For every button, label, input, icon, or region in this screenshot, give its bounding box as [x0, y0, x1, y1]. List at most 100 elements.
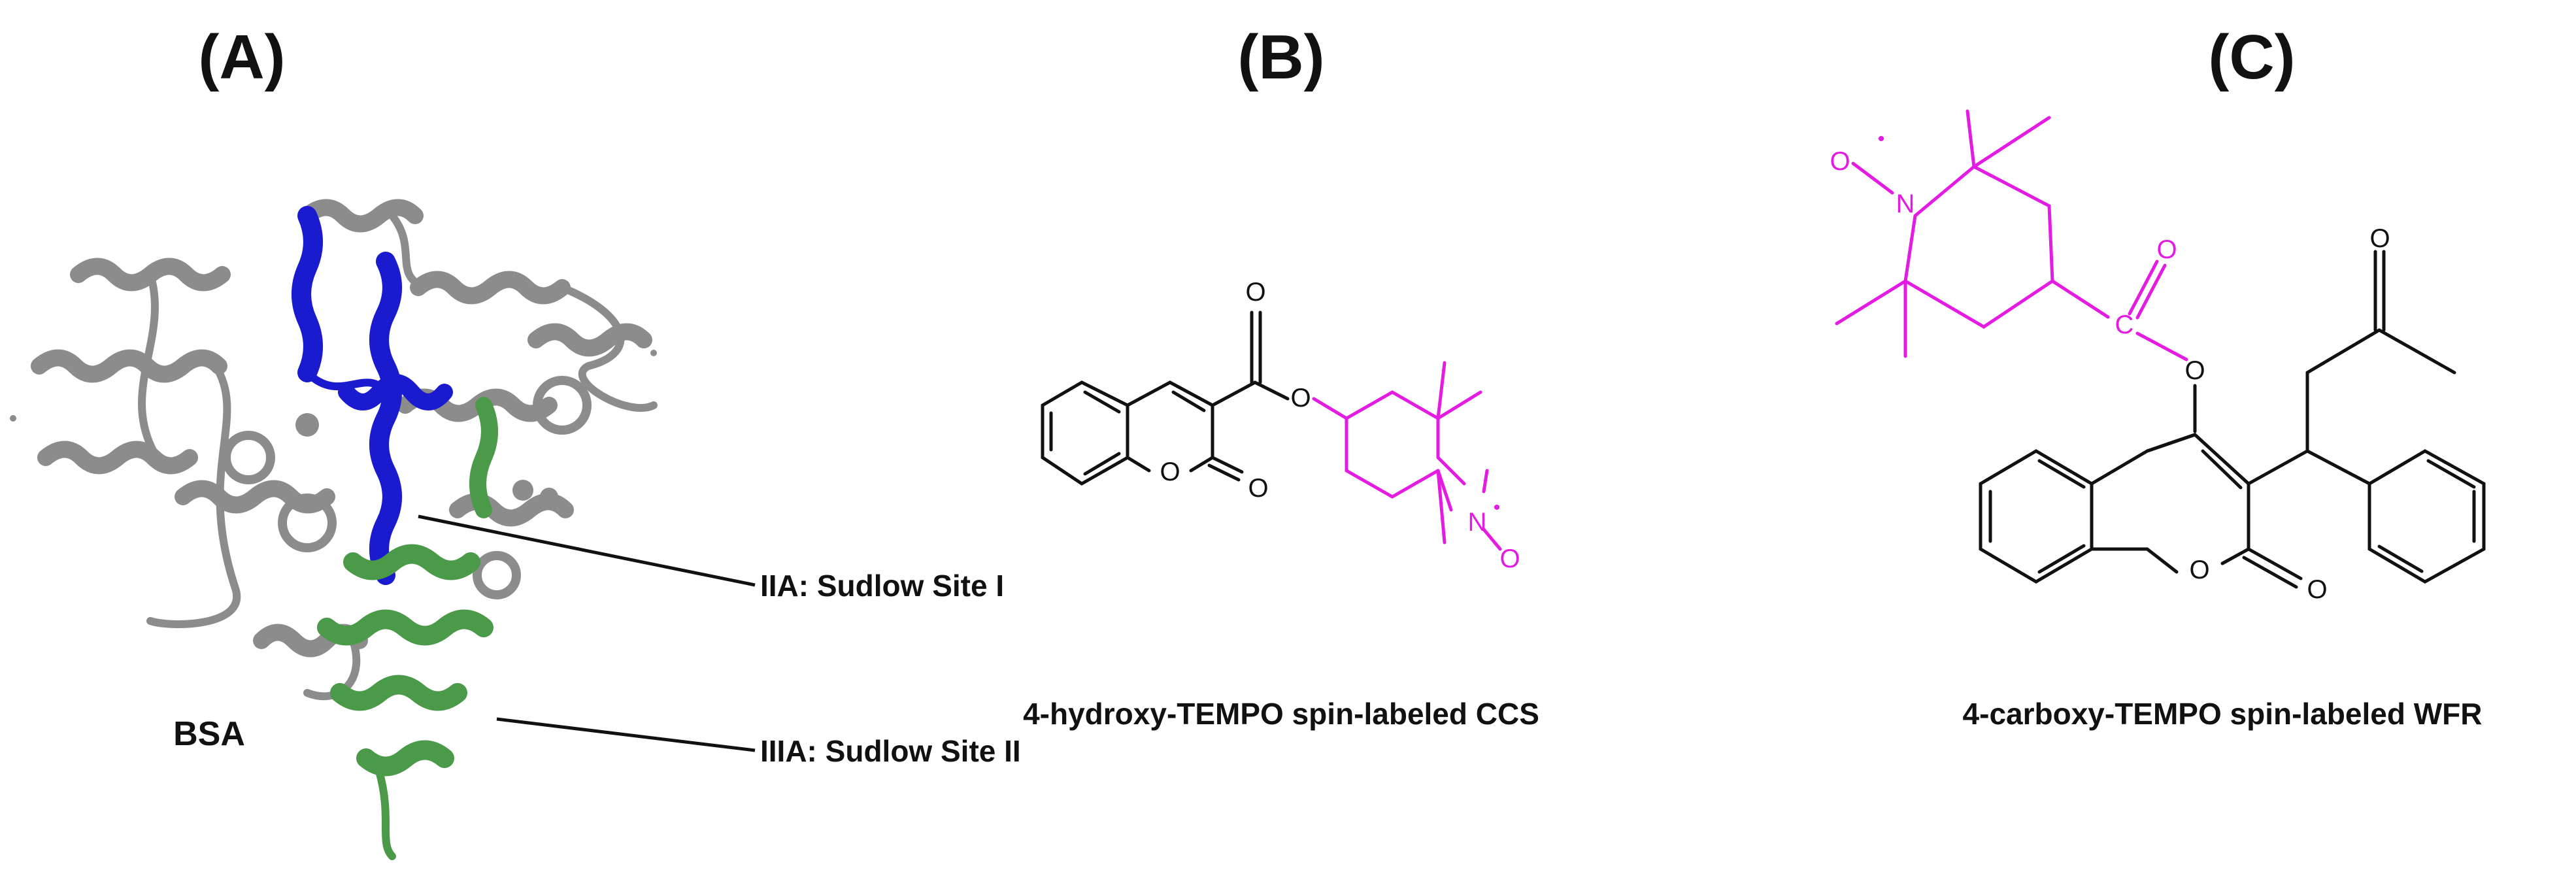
- co-to-ch3-c: [2377, 328, 2456, 375]
- ligand-sphere-4: [10, 415, 16, 422]
- carbonyl-double-c-2: [2135, 263, 2167, 320]
- green-helix-1: [343, 544, 480, 580]
- gray-helix-10: [527, 323, 652, 357]
- atom-c-carbonyl-c: C: [2115, 310, 2134, 339]
- gray-coil-3: [533, 376, 592, 435]
- c6-methyl-2-b: [1436, 469, 1447, 544]
- bsa-label: BSA: [173, 715, 245, 753]
- gray-loop-3: [388, 212, 429, 292]
- atom-o-ester-b: O: [1290, 384, 1311, 412]
- atom-o-ring-c: O: [2189, 556, 2209, 584]
- o-to-n-bond-c: [1851, 161, 1894, 195]
- site-1-label: IIA: Sudlow Site I: [760, 569, 1004, 603]
- green-helix-4: [356, 740, 454, 777]
- gray-helix-2: [31, 349, 227, 383]
- atom-n-c: N: [1896, 190, 1915, 218]
- piperidine-ring-b: [1345, 390, 1489, 499]
- ligand-sphere-2: [512, 480, 533, 501]
- gray-coil-1: [222, 431, 275, 484]
- pyrone-ring-c: [2090, 433, 2250, 574]
- site-1-leader-line: [418, 514, 756, 587]
- pyrone-double-c: [2201, 449, 2243, 490]
- panel-a-letter: (A): [198, 22, 285, 92]
- atom-o-ketone-c: O: [2369, 224, 2390, 253]
- green-helix-3: [330, 675, 467, 711]
- gray-coil-2: [278, 494, 337, 552]
- c2-methyl-2-b: [1436, 390, 1482, 420]
- c2-methyl-1-b: [1436, 361, 1447, 420]
- panel-c-caption: 4-carboxy-TEMPO spin-labeled WFR: [1963, 697, 2483, 731]
- protein-green-domain: [317, 397, 498, 860]
- benzene-double-2-b: [1083, 390, 1121, 414]
- panel-b: (B) O O O O: [1023, 22, 1539, 731]
- warfarin-core-c: [1979, 250, 2486, 589]
- c2-methyl-2-c: [1972, 116, 2051, 169]
- gray-helix-3: [37, 441, 198, 475]
- ester-o-to-c4-b: [1312, 397, 1348, 420]
- pyrone-double-b: [1171, 390, 1206, 412]
- gray-coil-4: [473, 551, 521, 599]
- atom-o-ring-b: O: [1160, 458, 1180, 486]
- tempo-group-c: [1835, 109, 2188, 361]
- tempo-group-b: [1312, 361, 1502, 551]
- benzene-double-3-b: [1083, 452, 1121, 476]
- atom-o-carbonyl-b: O: [1245, 278, 1265, 307]
- benzene-double-2-c: [2037, 459, 2086, 489]
- blue-helix-3: [338, 374, 453, 410]
- panel-b-letter: (B): [1237, 22, 1324, 92]
- lactone-co-c-2: [2242, 556, 2298, 589]
- c6-methyl-1-c: [1835, 279, 1907, 326]
- benzene-ring-b: [1041, 380, 1129, 486]
- ligand-sphere-3: [540, 488, 558, 506]
- panel-a: (A): [10, 22, 1021, 860]
- phenyl-ring-c: [2367, 449, 2486, 584]
- gray-coils: [222, 376, 592, 599]
- benzene-ring-c: [1979, 449, 2094, 584]
- radical-dot-b: •: [1494, 497, 1501, 518]
- ccs-coumarin-core: [1041, 310, 1290, 486]
- panel-c-letter: (C): [2208, 22, 2295, 92]
- atom-n-oxygen-c: O: [1830, 147, 1850, 176]
- gray-loop-2: [146, 362, 241, 628]
- blue-helix-2: [369, 252, 402, 585]
- lactone-co-b-2: [1207, 463, 1241, 482]
- c3-to-carbonyl-b: [1211, 380, 1257, 407]
- lactone-co-b-1: [1211, 456, 1244, 474]
- c3-to-ch-c: [2247, 449, 2309, 486]
- n-to-o-bond-b: [1482, 527, 1502, 551]
- gray-loop-1: [138, 271, 161, 461]
- radical-dot-c: •: [1878, 128, 1885, 150]
- lactone-co-c-1: [2247, 547, 2303, 580]
- site-2-label: IIIA: Sudlow Site II: [760, 734, 1021, 768]
- atom-o-ester-c: O: [2184, 356, 2205, 385]
- c4-to-carbonyl-c: [2050, 279, 2110, 319]
- phenyl-double-3-c: [2377, 544, 2424, 573]
- protein-gray-domains: [31, 199, 658, 701]
- site-2-leader-line: [496, 717, 756, 752]
- gray-helix-6: [299, 199, 424, 233]
- phenyl-double-1-c: [2426, 459, 2476, 489]
- ch-to-phenyl-c: [2305, 449, 2371, 486]
- protein-blue-domain: [292, 206, 453, 585]
- ligand-sphere-5: [650, 350, 657, 356]
- atom-o-carbonyl-c: O: [2156, 235, 2177, 264]
- c4-to-c3-c: [2145, 433, 2197, 453]
- carbonyl-double-c-1: [2128, 259, 2159, 316]
- atom-o-lactone-c: O: [2307, 575, 2327, 604]
- atom-n-oxygen-b: O: [1499, 544, 1520, 573]
- panel-c: (C) O • N C O: [1830, 22, 2486, 731]
- panel-b-caption: 4-hydroxy-TEMPO spin-labeled CCS: [1023, 697, 1539, 731]
- ligand-sphere-1: [295, 413, 319, 437]
- benzene-double-3-c: [2037, 544, 2086, 574]
- gray-helix-7: [410, 271, 571, 305]
- piperidine-ring-c: [1903, 165, 2054, 329]
- blue-helix-1: [292, 206, 323, 382]
- ligand-spheres: [10, 350, 657, 506]
- blue-loop: [303, 369, 390, 396]
- ch2-to-co-c: [2305, 328, 2381, 375]
- atom-o-lactone-b: O: [1248, 474, 1268, 503]
- gray-loop-4: [558, 284, 658, 412]
- green-helix-2: [317, 609, 493, 646]
- green-helix-5: [469, 397, 498, 518]
